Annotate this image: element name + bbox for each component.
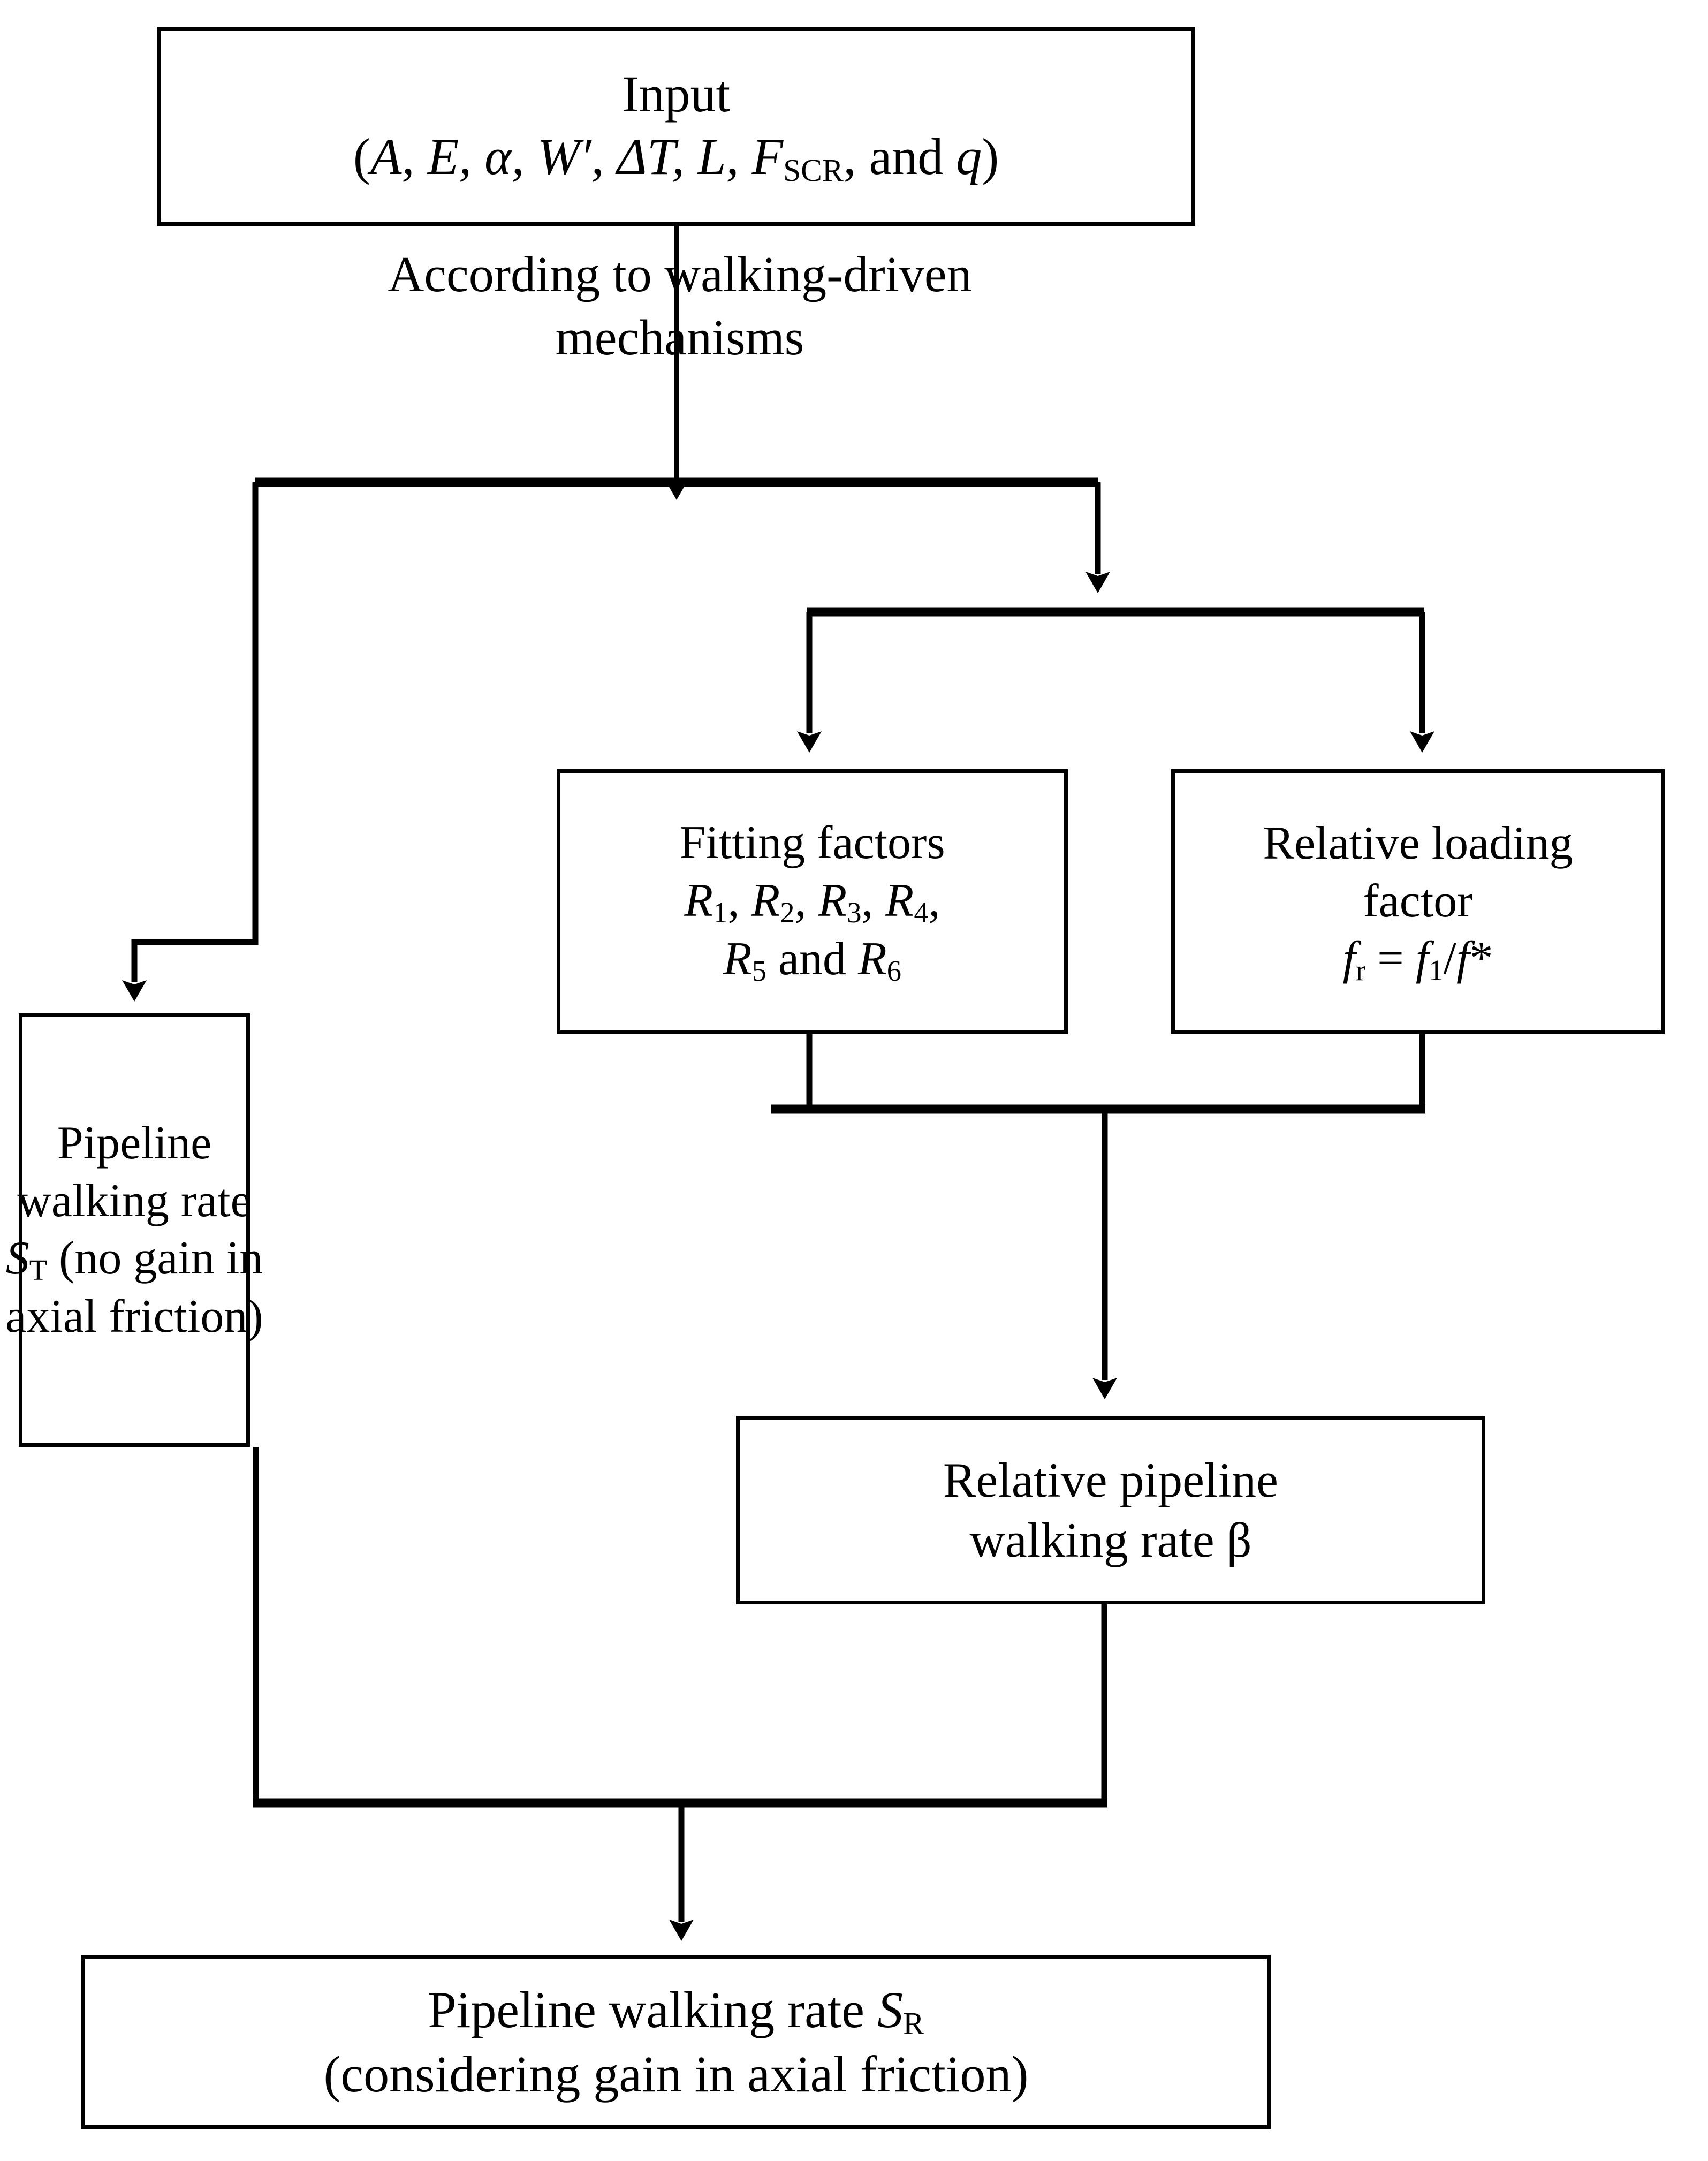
st-symbol-subscript: T	[29, 1253, 48, 1286]
fitting-factors-r1-r4: R1, R2, R3, R4,	[684, 874, 940, 929]
input-variables: (A, E, α, W′, ΔT, L, FSCR, and q)	[353, 125, 999, 190]
eq-slash: /	[1443, 932, 1456, 985]
input-vars-tail: , and	[843, 128, 957, 186]
factor-r6: R	[858, 933, 887, 985]
sr-line1: Pipeline walking rate SR	[428, 1978, 924, 2043]
fitting-factors-title: Fitting factors	[679, 817, 945, 869]
eq-f1-subscript: 1	[1429, 954, 1444, 987]
factor-and: and	[766, 933, 859, 985]
factor-r3-subscript: 3	[847, 896, 862, 929]
mechanism-label-line2: mechanisms	[555, 309, 804, 366]
input-vars-subscript: SCR	[783, 153, 844, 188]
factor-r6-subscript: 6	[886, 954, 902, 988]
edge-merge-to-sr	[253, 1447, 1107, 1941]
factor-r4: R	[885, 874, 914, 927]
input-var-q: q	[956, 128, 982, 186]
st-symbol: S	[5, 1232, 29, 1284]
factor-r3: R	[818, 874, 847, 927]
beta-line2: walking rate β	[969, 1513, 1252, 1567]
relative-loading-factor-box[interactable]: Relative loading factor fr = f1/f*	[1171, 769, 1665, 1034]
relative-loading-factor-line2: factor	[1363, 875, 1473, 927]
eq-star: *	[1469, 932, 1493, 985]
input-paren-open: (	[353, 128, 370, 186]
sr-symbol: S	[877, 1981, 904, 2038]
relative-pipeline-walking-rate-box[interactable]: Relative pipeline walking rate β	[736, 1416, 1485, 1604]
eq-f1: f	[1415, 932, 1429, 985]
according-to-walking-driven-mechanisms-label: According to walking-driven mechanisms	[236, 244, 1124, 369]
relative-loading-factor-equation: fr = f1/f*	[1343, 930, 1493, 989]
relative-loading-factor-line1: Relative loading	[1263, 817, 1573, 870]
pipeline-walking-rate-sr-box[interactable]: Pipeline walking rate SR (considering ga…	[81, 1955, 1271, 2129]
input-vars: A, E, α, W′, ΔT, L, F	[370, 128, 784, 186]
st-line2: walking rate	[17, 1174, 252, 1227]
fitting-factors-box[interactable]: Fitting factors R1, R2, R3, R4, R5 and R…	[557, 769, 1068, 1034]
fitting-factors-r5-r6: R5 and R6	[723, 930, 901, 989]
factor-r1: R	[684, 874, 713, 927]
eq-equals: =	[1365, 932, 1416, 985]
factor-r4-subscript: 4	[914, 896, 929, 929]
factor-r2-subscript: 2	[780, 896, 795, 929]
sr-line2: (considering gain in axial friction)	[323, 2045, 1029, 2103]
mechanism-label-line1: According to walking-driven	[388, 247, 972, 302]
input-title: Input	[621, 65, 731, 123]
sr-line1-prefix: Pipeline walking rate	[428, 1981, 878, 2038]
sr-symbol-subscript: R	[903, 2005, 924, 2041]
st-line1: Pipeline	[57, 1117, 212, 1170]
input-box[interactable]: Input (A, E, α, W′, ΔT, L, FSCR, and q)	[157, 27, 1195, 226]
eq-fr-subscript: r	[1356, 954, 1366, 987]
st-line3: ST (no gain in	[6, 1230, 263, 1288]
edge-split1-to-st	[122, 482, 259, 1002]
eq-fstar: f	[1456, 932, 1470, 985]
beta-line1: Relative pipeline	[943, 1452, 1278, 1507]
factor-r1-subscript: 1	[713, 896, 728, 929]
pipeline-walking-rate-st-box[interactable]: Pipeline walking rate ST (no gain in axi…	[5, 1013, 263, 1447]
st-line4: axial friction)	[5, 1291, 263, 1343]
edge-fitting-loading-merge	[771, 1034, 1425, 1399]
eq-fr: f	[1342, 932, 1356, 985]
input-paren-close: )	[982, 128, 999, 186]
st-line3-rest: (no gain in	[47, 1232, 263, 1284]
factor-r5: R	[723, 933, 752, 985]
factor-r2: R	[751, 874, 780, 927]
factor-r5-subscript: 5	[751, 954, 766, 988]
